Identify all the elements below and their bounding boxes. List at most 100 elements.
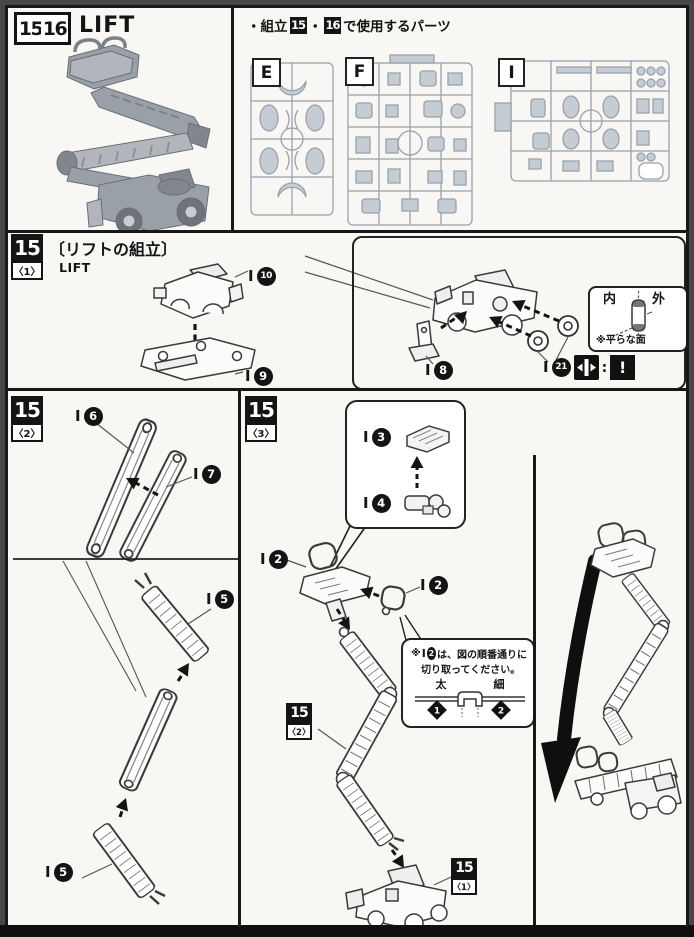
part-i5-ladder-top-drawing (139, 584, 211, 664)
runner-f-label-box: F (345, 57, 374, 86)
big-fold-arrow-head (541, 737, 581, 803)
runner-f-label: F (353, 61, 366, 82)
leader-i8 (425, 355, 434, 365)
raised-arm-seg3 (602, 708, 634, 747)
header-step-16-box: 16 (41, 12, 71, 45)
colon-separator: : (601, 359, 608, 376)
arrow-i4-to-i3 (410, 456, 424, 488)
wheel-note-outer: 外 (652, 292, 666, 307)
press-fit-icon (573, 355, 599, 380)
wheel-side-icon (613, 291, 653, 339)
leader-i9 (234, 371, 244, 375)
part-label-i2-left: I 2 (260, 550, 288, 569)
part-label-i8: I 8 (425, 361, 453, 380)
step3-sub-badge: 〈3〉 (245, 423, 277, 442)
thin-gate-label: 細 (494, 678, 505, 691)
divider-v2 (238, 388, 241, 925)
step3-badge-group: 15 〈3〉 (245, 396, 277, 442)
border-top (5, 5, 689, 8)
big-fold-arrow (557, 554, 602, 746)
leader-subassembly-2 (85, 560, 147, 698)
ref-step2-badge: 15 (286, 703, 312, 723)
step2-sub-badge: 〈2〉 (11, 423, 43, 442)
leader-i2-left (283, 558, 307, 568)
ref-step2-badge-group: 15 〈2〉 (286, 703, 312, 740)
part-i10-cab-drawing (153, 263, 244, 319)
assembly-arrow-down (188, 324, 202, 362)
step1-badge-group: 15 〈1〉 (11, 234, 43, 280)
part-label-i4: I 4 (363, 494, 391, 513)
divider-h1 (5, 230, 689, 233)
arrow-i5bot-to-mid (115, 795, 133, 818)
runner-f-sprue (347, 54, 473, 226)
inset-tail-1 (329, 525, 351, 568)
parts-note-badge-15: 15 (289, 16, 307, 34)
svg-text:2: 2 (498, 707, 504, 717)
part-i9-chassis-drawing (140, 337, 256, 381)
arrow-mid-to-i5top (176, 659, 195, 682)
border-right (686, 5, 689, 925)
step2-badge: 15 (11, 396, 43, 423)
wheel-note-inner: 内 (603, 292, 617, 307)
page-title: LIFT (79, 13, 136, 38)
runner-i-label: I (508, 62, 515, 83)
part-i8-bracket-drawing (408, 320, 440, 362)
fold-arm-seg2 (334, 688, 399, 785)
header-step-15: 15 (18, 17, 44, 40)
manual-sheet: 15 16 LIFT ・組立 15 ・ 16 で使用するパーツ (5, 5, 689, 925)
part-i5-ladder-bottom-drawing (91, 821, 157, 900)
lift-vehicle-illustration (56, 36, 211, 230)
runner-e-sprue (250, 62, 334, 216)
leader-i5-bottom (81, 863, 113, 879)
leader-wheel2 (555, 336, 569, 361)
part-label-i9: I 9 (245, 367, 273, 386)
svg-text:1: 1 (434, 707, 440, 717)
i5-top-fork (134, 572, 153, 589)
wheel-part-row: I 21 : ! (543, 355, 636, 380)
parts-note-suffix: で使用するパーツ (343, 19, 451, 35)
cut-order-line2: 切り取ってください。 (421, 665, 521, 676)
parts-note-dot: ・ (308, 19, 323, 35)
part-i3-plate-drawing (406, 425, 450, 453)
platform-assembly-drawing (299, 541, 371, 622)
parts-note-prefix: ・組立 (247, 19, 288, 35)
middle-arm-drawing (117, 686, 180, 794)
arrow-bracket-to-truck (440, 306, 472, 330)
folded-truck-drawing (574, 745, 682, 820)
step3-diagram (283, 525, 452, 925)
ref-step1-badge: 15 (451, 858, 477, 878)
ref-step1-badge-group: 15 〈1〉 (451, 858, 477, 895)
arrow-wheel1-to-truck (486, 311, 532, 338)
raised-arm-seg2 (601, 621, 670, 719)
arrow-arm-to-truck (390, 849, 410, 872)
part-label-i5-top: I 5 (206, 590, 234, 609)
leader-wheel1 (537, 351, 549, 363)
step2-badge-group: 15 〈2〉 (11, 396, 43, 442)
border-left (5, 5, 8, 925)
leader-i2-right (405, 586, 421, 594)
connector-line-2 (304, 271, 431, 309)
part-label-i10: I 10 (248, 267, 276, 286)
step1-heading: 〔リフトの組立〕 (49, 240, 178, 259)
header-step-16: 16 (42, 17, 68, 40)
divider-v3 (533, 455, 536, 925)
leader-ref-step2 (317, 728, 347, 750)
inset-tail-2 (334, 525, 367, 571)
leader-i7 (165, 476, 193, 488)
cut-order-line1: ※ I 2 は、図の順番通りに (411, 647, 527, 661)
i5-bottom-fork (149, 889, 166, 905)
parts-note-badge-16: 16 (324, 16, 341, 34)
raised-platform-drawing (590, 522, 656, 578)
next-section-bar (0, 925, 694, 937)
leader-subassembly-1 (62, 560, 137, 692)
caution-icon: ! (610, 355, 636, 380)
fold-arm-seg3 (334, 773, 396, 848)
parts-used-note: ・組立 15 ・ 16 で使用するパーツ (247, 15, 451, 35)
part-between-gates (457, 691, 483, 707)
ref-step2-sub: 〈2〉 (286, 723, 312, 740)
leader-i10 (234, 270, 249, 278)
runner-i-sprue (494, 60, 670, 182)
part-label-i7: I 7 (193, 465, 221, 484)
runner-i-label-box: I (498, 58, 525, 87)
